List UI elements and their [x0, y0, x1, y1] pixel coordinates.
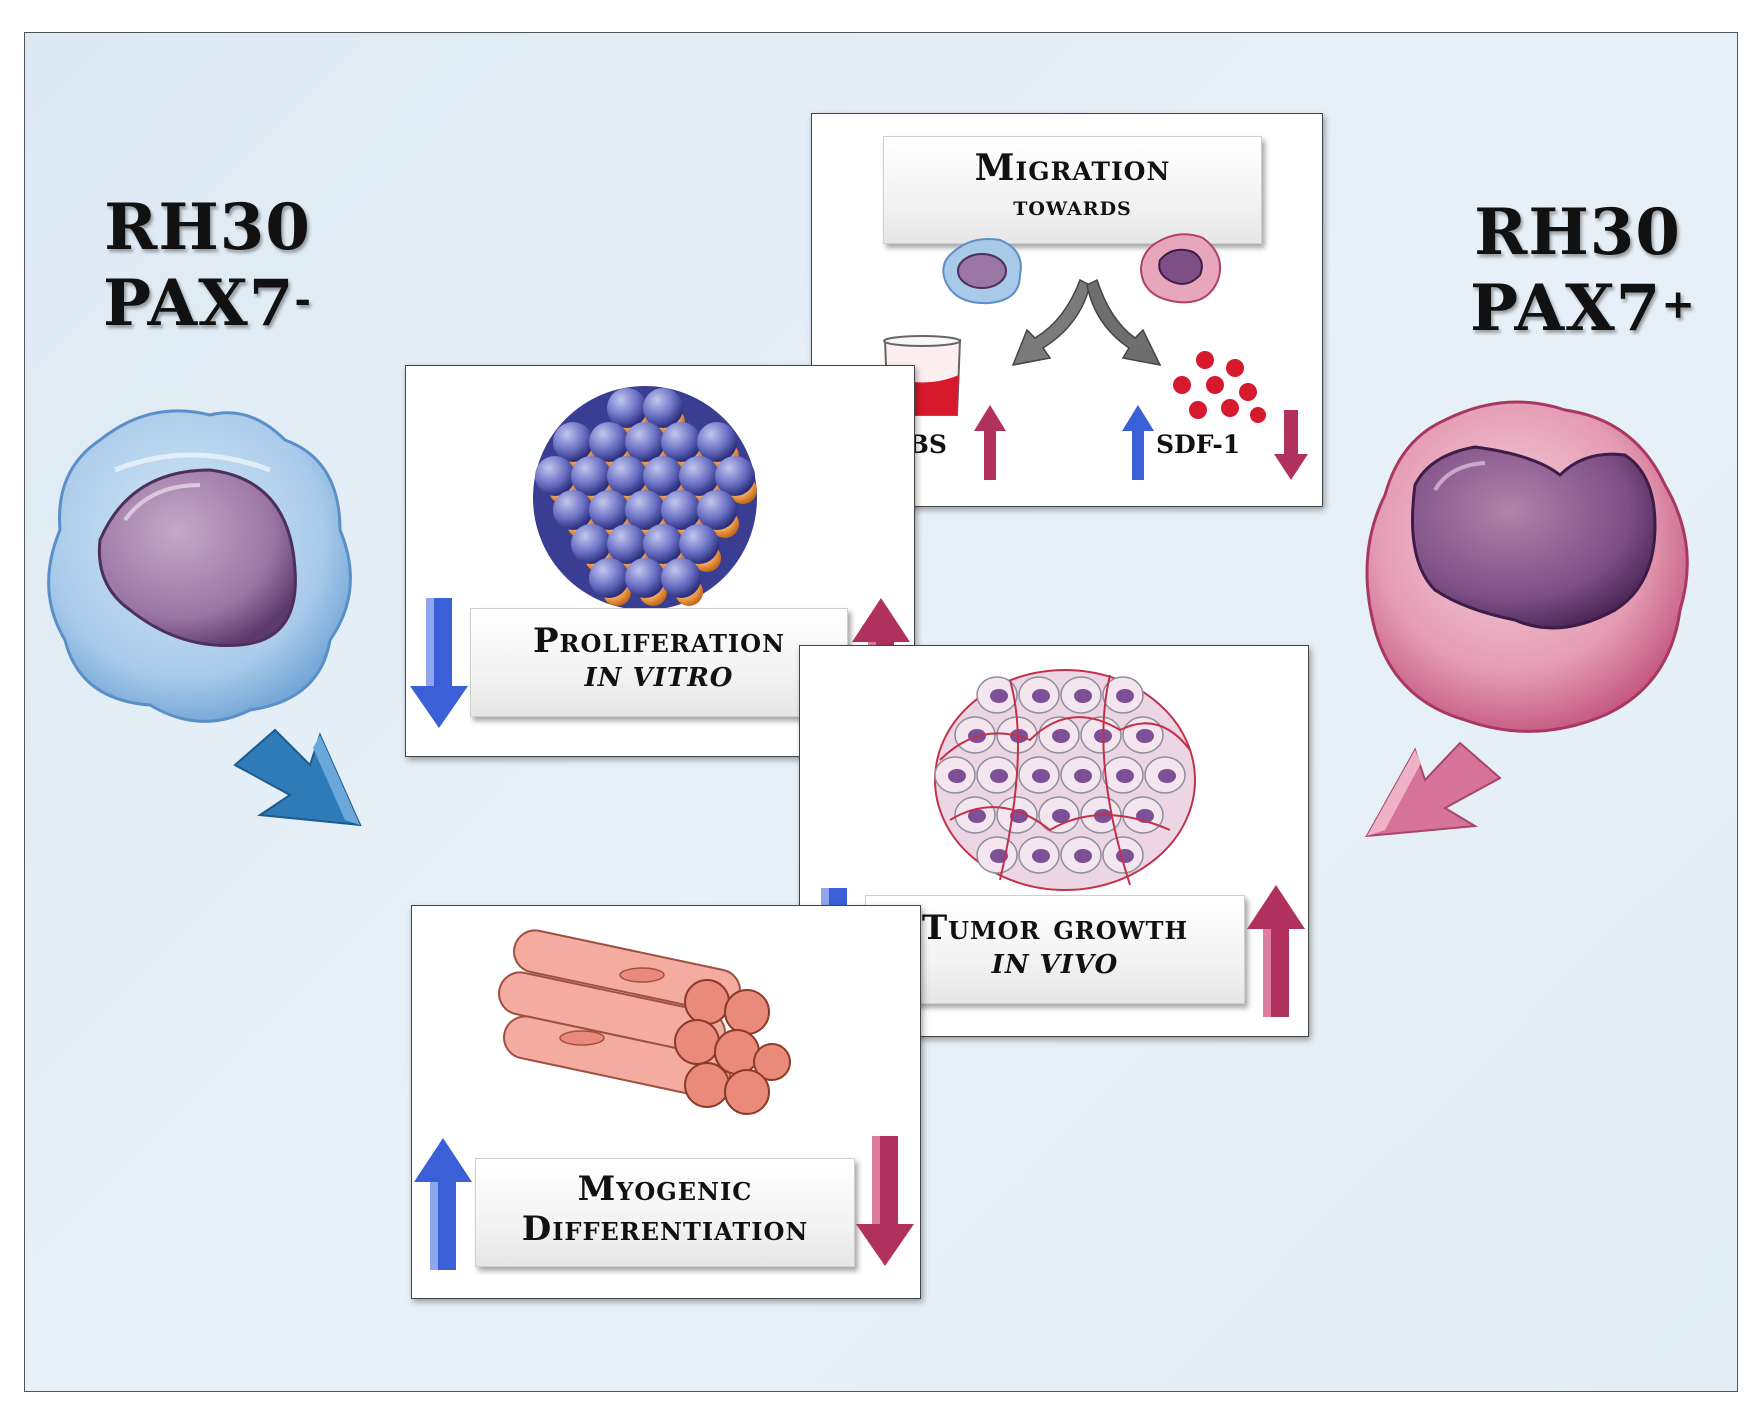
left-pointer-arrow-icon [233, 728, 362, 827]
tumor-up-arrow-magenta-icon [1247, 885, 1305, 1017]
migration-split-arrows-icon [1011, 278, 1162, 367]
proliferation-subtitle: IN VITRO [584, 663, 734, 693]
migration-cell-blue-icon [942, 238, 1022, 305]
migration-subtitle: towards [1013, 191, 1132, 222]
left-cell-title: RH30 PAX7- [100, 190, 315, 342]
right-cell-line2: PAX7+ [1470, 271, 1696, 346]
left-cell-line2: PAX7- [103, 266, 312, 341]
proliferation-cluster-icon [533, 386, 757, 610]
left-cell-line1: RH30 [104, 190, 311, 265]
pax7-positive-cell-icon [1365, 400, 1689, 733]
migration-title: Migration [974, 147, 1171, 189]
pax7-negative-cell-icon [47, 409, 352, 723]
tumor-mass-icon [934, 669, 1196, 891]
migration-cell-pink-icon [1139, 233, 1222, 304]
myogenic-label: Myogenic Differentiation [475, 1158, 855, 1267]
myogenic-up-arrow-blue-icon [414, 1138, 472, 1270]
sdf1-down-arrow-magenta-icon [1274, 410, 1308, 480]
sdf1-particles-icon [1173, 351, 1266, 423]
myogenic-down-arrow-magenta-icon [856, 1136, 914, 1266]
tumor-subtitle: IN VIVO [991, 950, 1119, 980]
right-cell-title: RH30 PAX7+ [1470, 195, 1696, 347]
myogenic-subtitle: Differentiation [521, 1209, 809, 1249]
myogenic-title: Myogenic [577, 1169, 753, 1209]
migration-label: Migration towards [883, 136, 1262, 244]
right-pointer-arrow-icon [1365, 741, 1502, 838]
proliferation-label: Proliferation IN VITRO [470, 608, 848, 717]
sdf1-label: SDF-1 [1156, 430, 1241, 459]
sdf1-up-arrow-blue-icon [1122, 405, 1154, 480]
proliferation-title: Proliferation [532, 621, 786, 661]
proliferation-down-arrow-blue-icon [410, 598, 468, 728]
right-cell-line1: RH30 [1474, 195, 1681, 270]
fbs-up-arrow-magenta-icon [974, 405, 1006, 480]
tumor-title: Tumor growth [921, 908, 1189, 948]
muscle-fiber-bundle-icon [498, 929, 791, 1115]
tumor-label: Tumor growth IN VIVO [865, 895, 1245, 1004]
